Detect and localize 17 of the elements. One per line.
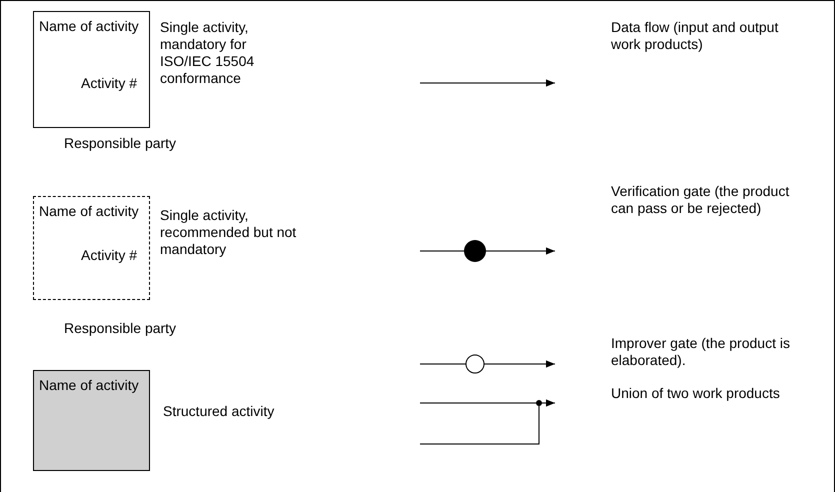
legend-text: Data flow (input and output work products) [611,19,780,53]
activity-box [33,370,150,471]
activity-number: Activity # [80,247,137,263]
activity-name: Name of activity [39,203,139,219]
responsible-party: Responsible party [64,320,176,336]
description-text: Structured activity [163,403,276,420]
legend-text: Union of two work products [611,385,781,402]
description-text: Single activity, mandatory for ISO/IEC 15504 conformance [160,19,256,87]
legend-text: Verification gate (the product can pass or be rejected) [611,183,790,217]
activity-box [33,11,150,128]
activity-box [33,196,150,300]
activity-name: Name of activity [39,18,139,34]
description-text: Single activity, recommended but not mandatory [160,207,298,258]
activity-number: Activity # [80,75,137,91]
legend-text: Improver gate (the product is elaborated). [611,335,791,369]
activity-name: Name of activity [39,377,139,393]
responsible-party: Responsible party [64,135,176,151]
